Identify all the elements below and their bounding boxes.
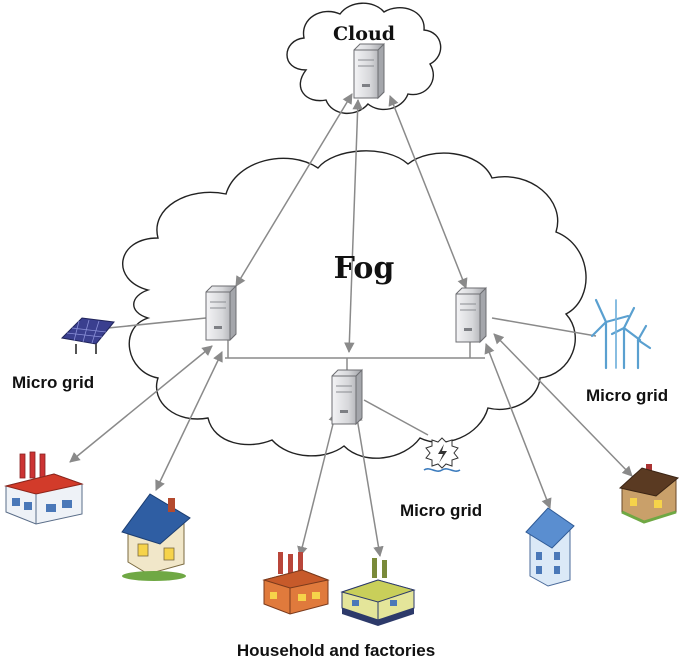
fog-server-right-icon [455,287,487,343]
factory-icon [262,552,330,615]
connection-arrows [69,93,633,558]
house-icon [121,493,191,581]
solar-panel-icon [60,317,115,354]
factory-icon [4,451,84,525]
fog-server-left-icon [205,285,237,341]
wind-turbine-icon [590,298,652,370]
house-icon [525,507,575,587]
micro-grid-right-label: Micro grid [586,386,668,405]
power-plant-icon [423,437,461,472]
cloud-label: Cloud [333,23,395,45]
factory-icon [340,558,416,626]
connector-lines [107,317,597,436]
footer-label: Household and factories [237,641,435,660]
micro-grid-left-label: Micro grid [12,373,94,392]
fog-label: Fog [334,251,395,286]
micro-grid-center-label: Micro grid [400,501,482,520]
fog-server-center-icon [331,369,363,425]
house-icon [618,464,680,524]
cloud-server-icon [353,43,385,99]
